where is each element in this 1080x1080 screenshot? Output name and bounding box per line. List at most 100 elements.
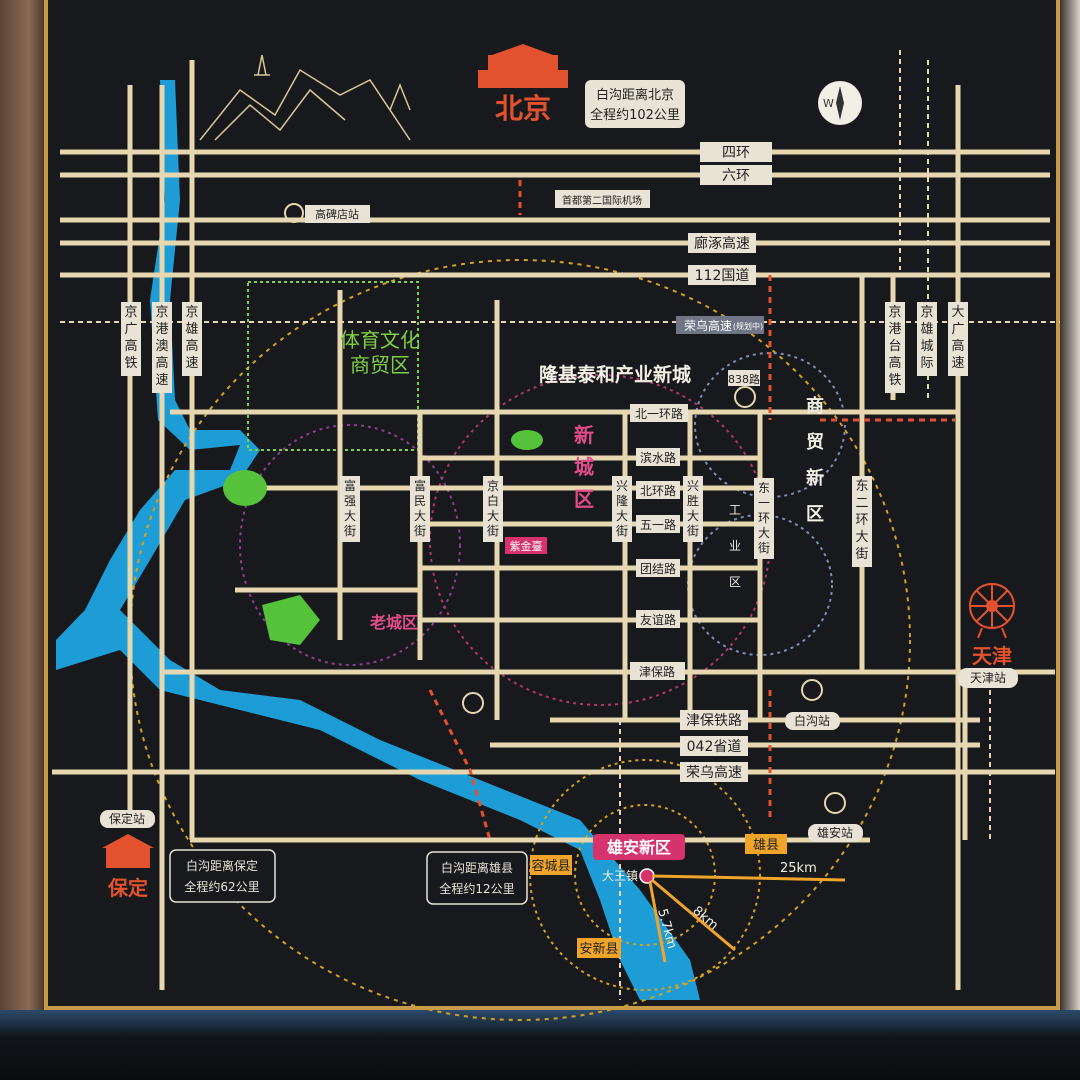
label-binshui: 滨水路 (640, 450, 676, 465)
beijing-distance-line2: 全程约102公里 (590, 107, 680, 123)
vlabel-shangmao-char: 区 (806, 504, 824, 525)
dist-25km: 25km (780, 861, 817, 876)
vlabel-dongyihuan-char: 街 (758, 541, 770, 555)
vlabel-fuqiang-char: 大 (344, 509, 356, 523)
vlabel-fuqiang-char: 强 (344, 494, 356, 508)
vlabel-gongye: 工业区 (729, 503, 741, 589)
vlabel-xinglong-char: 隆 (616, 493, 628, 508)
label-042: 042省道 (687, 739, 742, 755)
vlabel-jingbai-char: 白 (487, 493, 499, 508)
vlabel-dongerhuan-char: 二 (855, 496, 868, 511)
vlabel-jingguang-char: 广 (124, 322, 137, 337)
vlabel-xincheng-char: 新 (574, 423, 594, 447)
vlabel-xinglong-char: 大 (616, 509, 628, 523)
vlabel-fumin-char: 富 (414, 478, 426, 493)
label-wuyi: 五一路 (640, 517, 676, 532)
zone-sports-subtitle: 商贸区 (350, 353, 410, 377)
vlabel-jinggangao-char: 港 (155, 322, 168, 337)
vlabel-dongyihuan-char: 环 (758, 511, 770, 525)
xiongan-ring-outer (529, 759, 761, 991)
vlabel-jingxiong-char: 京 (185, 305, 198, 320)
label-rongwu-note: (规划中) (733, 321, 763, 331)
dist-8km: 8km (689, 904, 720, 934)
vlabel-jinggangao-char: 京 (155, 305, 168, 320)
rail-lines (428, 180, 955, 841)
vlabel-xincheng: 新城区 (574, 423, 594, 511)
wall-left (0, 0, 48, 1080)
label-ring6: 六环 (722, 168, 750, 184)
vlabel-jinggangao-char: 高 (155, 355, 168, 371)
baigou-station: 白沟站 (794, 713, 830, 728)
baoding-station: 保定站 (109, 811, 145, 826)
dynamic-labels: 京广高铁京港澳高速京雄高速京港台高铁京雄城际大广高速东二环大街东一环大街富强大街… (121, 302, 968, 589)
xiongxian-label: 雄县 (753, 838, 779, 853)
vlabel-jinggangao-char: 速 (155, 373, 168, 388)
baoding-icon (102, 834, 154, 868)
label-langzhuo: 廊涿高速 (694, 235, 750, 252)
label-beiyihuan: 北一环路 (635, 406, 683, 421)
label-jinbao-rail: 津保铁路 (686, 713, 742, 729)
vlabel-fumin-char: 民 (414, 494, 426, 508)
vlabel-xinglong-char: 兴 (616, 479, 628, 493)
project-label: 紫金臺 (510, 539, 543, 553)
vlabel-jinggangtai-char: 台 (888, 339, 901, 354)
vlabel-dongyihuan-char: 大 (758, 526, 770, 540)
vlabel-jingxiong-char: 速 (185, 356, 198, 371)
vlabel-gongye-char: 区 (729, 575, 741, 589)
label-112: 112国道 (695, 268, 750, 284)
vlabel-xingsheng-char: 街 (687, 524, 699, 538)
vlabel-xinglong-char: 街 (616, 524, 628, 538)
zone-longji: 隆基泰和产业新城 (539, 363, 691, 386)
vlabel-jingxiong-char: 雄 (185, 322, 198, 337)
vlabel-fuqiang-char: 富 (344, 478, 356, 493)
city-baoding: 保定 (107, 876, 148, 900)
xiongan-label: 雄安新区 (606, 838, 671, 857)
label-rongwu: 荣乌高速 (686, 764, 742, 781)
vlabel-jingguang-char: 京 (124, 305, 137, 320)
vlabel-jinggangtai-char: 港 (888, 322, 901, 337)
vlabel-jinggangtai-char: 京 (888, 305, 901, 320)
vlabel-xingsheng-char: 兴 (687, 479, 699, 493)
vlabel-dongyihuan-char: 一 (758, 496, 770, 510)
vlabel-gongye-char: 工 (729, 503, 741, 517)
vlabel-jinggangtai-char: 铁 (888, 373, 901, 388)
vlabel-gongye-char: 业 (729, 539, 741, 553)
label-beihuan: 北环路 (640, 483, 676, 498)
baoding-distance-line2: 全程约62公里 (184, 879, 259, 894)
vlabel-xingsheng-char: 胜 (687, 493, 699, 508)
label-gaobeidian: 高碑店站 (315, 207, 359, 221)
label-airport: 首都第二国际机场 (562, 194, 642, 207)
label-838: 838路 (728, 373, 760, 386)
vlabel-dongerhuan-char: 街 (855, 547, 868, 562)
xiongan-station: 雄安站 (817, 825, 853, 840)
vlabel-fuqiang-char: 街 (344, 524, 356, 538)
river (56, 80, 700, 1000)
vlabel-daguang-char: 广 (951, 322, 964, 337)
vlabel-jingbai-char: 大 (487, 509, 499, 523)
rongcheng-label: 容城县 (531, 858, 570, 874)
vlabel-jinggangao-char: 澳 (155, 338, 168, 354)
project-marker: 紫金臺 (505, 537, 547, 554)
city-beijing: 北京 (495, 92, 551, 125)
vlabel-jingxiongcheng-char: 城 (920, 339, 933, 354)
beijing-icon (478, 44, 568, 88)
zone-sports-title: 体育文化 (340, 328, 420, 352)
vlabel-jingguang-char: 铁 (124, 356, 137, 371)
vlabel-jingxiongcheng-char: 京 (920, 305, 933, 320)
city-tianjin: 天津 (972, 644, 1012, 668)
vlabel-jingbai-char: 街 (487, 524, 499, 538)
label-youyi: 友谊路 (640, 612, 676, 627)
vlabel-jingxiongcheng-char: 雄 (920, 322, 933, 337)
vlabel-dongerhuan-char: 大 (855, 530, 868, 545)
